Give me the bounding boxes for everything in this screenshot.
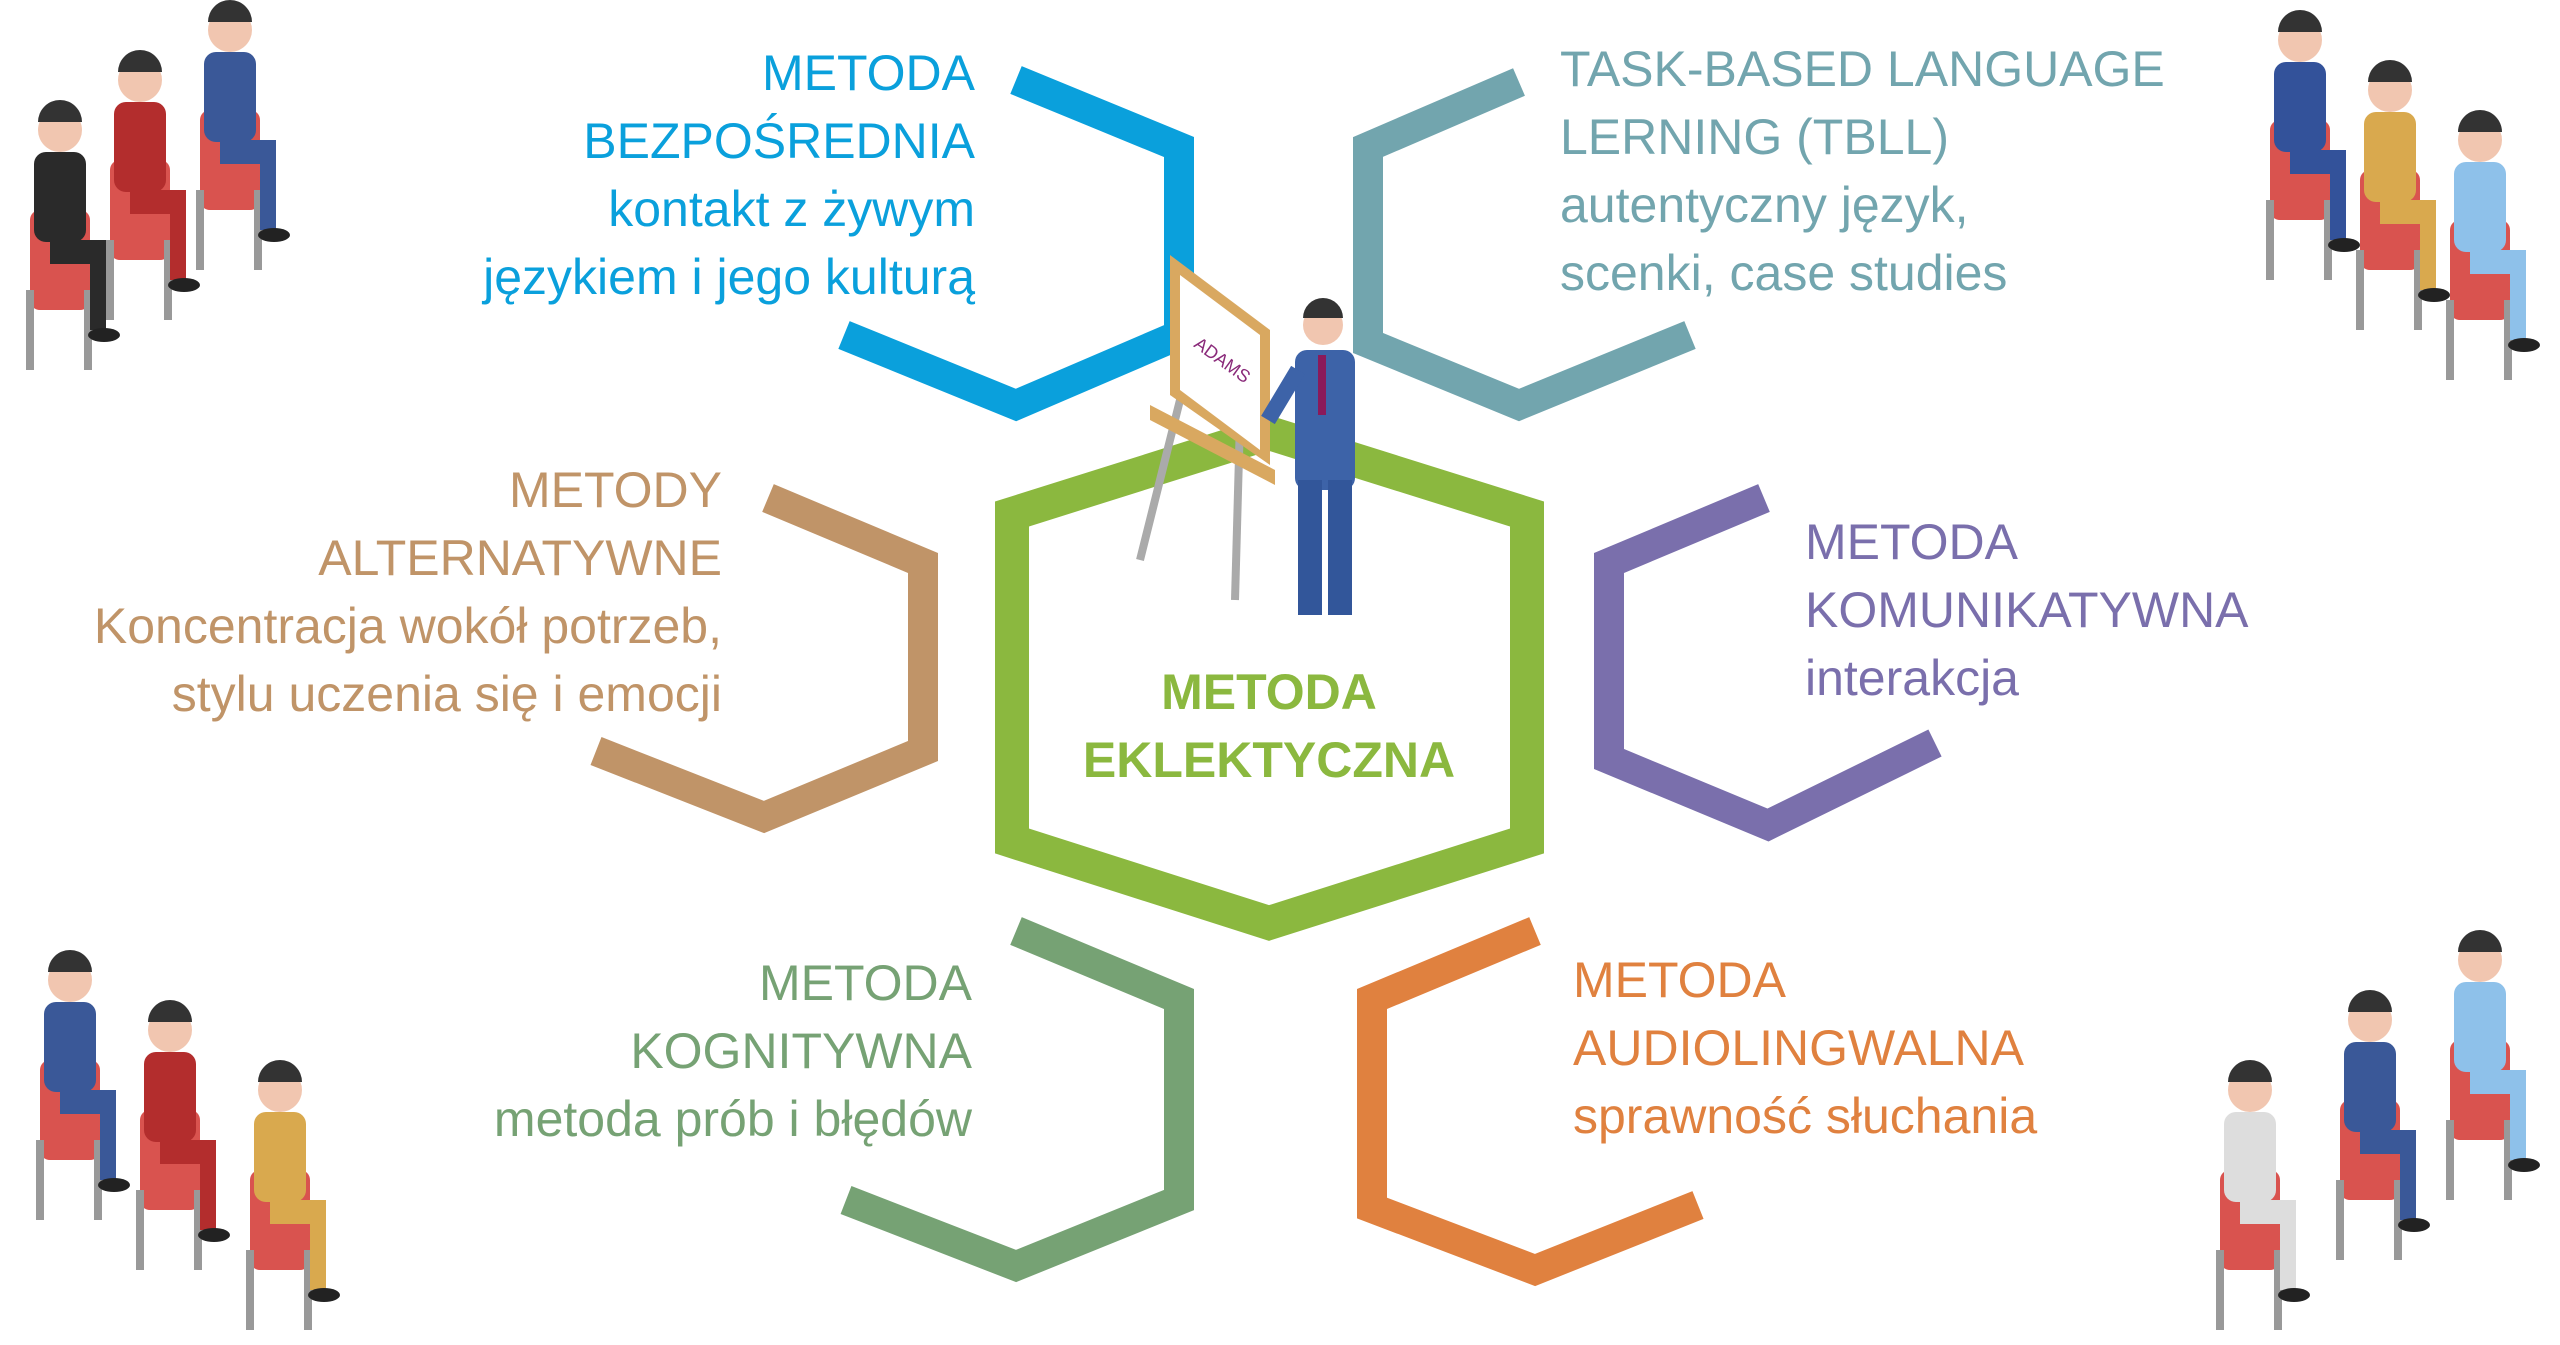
method-title: AUDIOLINGWALNA	[1573, 1020, 2025, 1076]
presenter-illustration	[1136, 255, 1355, 615]
bracket-alternatywne	[590, 484, 938, 834]
center-method-eklektyczna: METODA EKLEKTYCZNA	[1069, 658, 1469, 794]
method-title: METODA	[762, 45, 975, 101]
center-title: EKLEKTYCZNA	[1082, 732, 1456, 788]
method-description: interakcja	[1805, 650, 2019, 706]
audience-bottom-left	[136, 1000, 230, 1270]
method-title: LERNING (TBLL)	[1560, 109, 1949, 165]
audience-bottom-right	[2216, 1060, 2310, 1330]
method-description: Koncentracja wokół potrzeb,	[93, 598, 722, 654]
method-bezposrednia: METODA BEZPOŚREDNIA kontakt z żywym języ…	[483, 39, 975, 311]
audience-bottom-left	[36, 950, 130, 1220]
bracket-audiolingwalna	[1357, 917, 1704, 1287]
method-kognitywna: METODA KOGNITYWNA metoda prób i błędów	[494, 949, 972, 1153]
method-title: METODA	[1573, 952, 1786, 1008]
bracket-kognitywna	[840, 917, 1194, 1283]
center-title: METODA	[1161, 664, 1377, 720]
method-description: sprawność słuchania	[1573, 1088, 2038, 1144]
audience-top-left	[106, 50, 200, 320]
method-description: językiem i jego kulturą	[483, 249, 975, 305]
method-title: METODA	[759, 955, 972, 1011]
method-title: METODA	[1805, 514, 2018, 570]
bracket-tbll	[1353, 68, 1696, 422]
audience-top-left	[26, 100, 120, 370]
audience-bottom-right	[2446, 930, 2540, 1200]
method-alternatywne: METODY ALTERNATYWNE Koncentracja wokół p…	[94, 456, 722, 728]
method-komunikatywna: METODA KOMUNIKATYWNA interakcja	[1805, 508, 2249, 712]
method-title: KOMUNIKATYWNA	[1805, 582, 2249, 638]
method-tbll: TASK-BASED LANGUAGE LERNING (TBLL) auten…	[1560, 35, 2165, 307]
audience-top-right	[2266, 10, 2360, 280]
audience-bottom-right	[2336, 990, 2430, 1260]
method-description: stylu uczenia się i emocji	[171, 666, 722, 722]
method-title: METODY	[509, 462, 722, 518]
method-audiolingwalna: METODA AUDIOLINGWALNA sprawność słuchani…	[1573, 946, 2037, 1150]
method-title: TASK-BASED LANGUAGE	[1560, 41, 2165, 97]
method-description: scenki, case studies	[1560, 245, 2008, 301]
audience-top-right	[2356, 60, 2450, 330]
method-description: kontakt z żywym	[608, 181, 975, 237]
method-description: metoda prób i błędów	[493, 1091, 972, 1147]
method-description: autentyczny język,	[1560, 177, 1969, 233]
audience-top-right	[2446, 110, 2540, 380]
method-title: ALTERNATYWNE	[318, 530, 722, 586]
bracket-komunikatywna	[1594, 484, 1942, 842]
method-title: BEZPOŚREDNIA	[583, 113, 975, 169]
method-title: KOGNITYWNA	[630, 1023, 972, 1079]
audience-bottom-left	[246, 1060, 340, 1330]
center-hexagon	[995, 415, 1544, 941]
audience-top-left	[196, 0, 290, 270]
